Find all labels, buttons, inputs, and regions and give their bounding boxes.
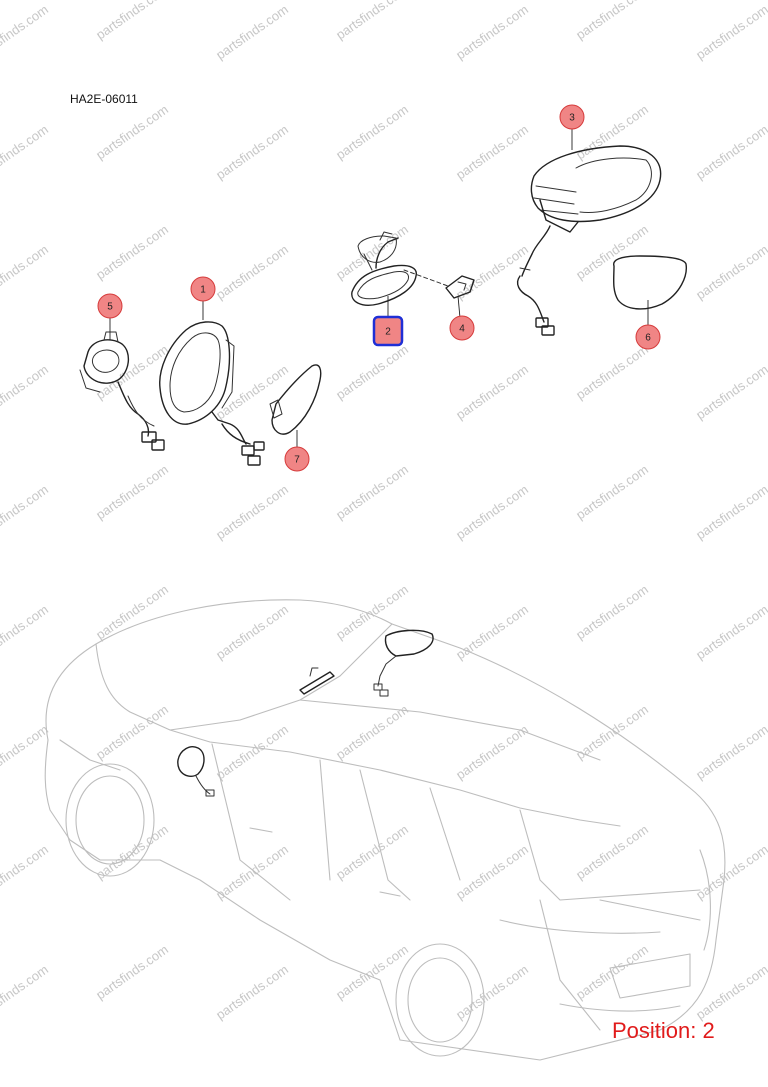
callout-number: 5 bbox=[107, 302, 113, 313]
watermark: partsfinds.com bbox=[453, 122, 531, 183]
callout-marker[interactable] bbox=[635, 324, 661, 350]
part-2-inside-rearview-mirror[interactable] bbox=[351, 231, 449, 306]
watermark: partsfinds.com bbox=[333, 0, 411, 42]
watermark: partsfinds.com bbox=[453, 842, 531, 903]
watermark: partsfinds.com bbox=[0, 482, 51, 543]
callout-number: 6 bbox=[645, 333, 651, 344]
callout-number: 7 bbox=[294, 455, 300, 466]
part-4-mirror-cover[interactable] bbox=[445, 275, 475, 299]
watermark: partsfinds.com bbox=[0, 602, 51, 663]
watermark: partsfinds.com bbox=[693, 2, 768, 63]
watermark: partsfinds.com bbox=[93, 702, 171, 763]
watermark: partsfinds.com bbox=[693, 362, 768, 423]
watermark: partsfinds.com bbox=[93, 462, 171, 523]
watermark: partsfinds.com bbox=[573, 582, 651, 643]
watermark: partsfinds.com bbox=[573, 462, 651, 523]
watermark: partsfinds.com bbox=[0, 242, 51, 303]
callout-3[interactable]: 3 bbox=[559, 104, 585, 150]
watermark: partsfinds.com bbox=[573, 222, 651, 283]
watermark: partsfinds.com bbox=[693, 842, 768, 903]
watermark: partsfinds.com bbox=[333, 942, 411, 1003]
watermark: partsfinds.com bbox=[93, 822, 171, 883]
watermark-layer: partsfinds.com partsfinds.com partsfinds.c… bbox=[0, 0, 768, 1022]
vehicle-outline bbox=[44, 599, 726, 1061]
watermark: partsfinds.com bbox=[693, 962, 768, 1023]
callout-7[interactable]: 7 bbox=[284, 430, 310, 472]
watermark: partsfinds.com bbox=[573, 822, 651, 883]
callout-number: 2 bbox=[385, 327, 391, 338]
watermark: partsfinds.com bbox=[693, 122, 768, 183]
watermark: partsfinds.com bbox=[333, 702, 411, 763]
callout-1[interactable]: 1 bbox=[190, 276, 216, 320]
watermark: partsfinds.com bbox=[573, 702, 651, 763]
watermark: partsfinds.com bbox=[213, 2, 291, 63]
watermark: partsfinds.com bbox=[0, 842, 51, 903]
watermark: partsfinds.com bbox=[693, 242, 768, 303]
watermark: partsfinds.com bbox=[93, 0, 171, 42]
callout-marker[interactable] bbox=[284, 446, 310, 472]
watermark: partsfinds.com bbox=[333, 582, 411, 643]
watermark: partsfinds.com bbox=[693, 482, 768, 543]
watermark: partsfinds.com bbox=[333, 102, 411, 163]
watermark: partsfinds.com bbox=[333, 342, 411, 403]
watermark: partsfinds.com bbox=[213, 722, 291, 783]
callout-marker[interactable] bbox=[190, 276, 216, 302]
watermark: partsfinds.com bbox=[213, 962, 291, 1023]
watermark: partsfinds.com bbox=[93, 222, 171, 283]
watermark: partsfinds.com bbox=[0, 2, 51, 63]
watermark: partsfinds.com bbox=[0, 962, 51, 1023]
part-1-outside-mirror-left[interactable] bbox=[159, 321, 265, 466]
watermark: partsfinds.com bbox=[213, 242, 291, 303]
callout-marker-selected[interactable] bbox=[372, 315, 404, 347]
callout-number: 3 bbox=[569, 113, 575, 124]
watermark: partsfinds.com bbox=[333, 222, 411, 283]
watermark: partsfinds.com bbox=[0, 362, 51, 423]
diagram-code: HA2E-06011 bbox=[70, 92, 138, 106]
callout-number: 1 bbox=[200, 285, 206, 296]
part-6-mirror-glass-right[interactable] bbox=[612, 255, 687, 310]
watermark: partsfinds.com bbox=[453, 962, 531, 1023]
part-3-outside-mirror-right[interactable] bbox=[516, 145, 662, 336]
vehicle-mirror-locations bbox=[177, 629, 434, 797]
watermark: partsfinds.com bbox=[213, 602, 291, 663]
callout-number: 4 bbox=[459, 324, 465, 335]
watermark: partsfinds.com bbox=[0, 122, 51, 183]
watermark: partsfinds.com bbox=[93, 582, 171, 643]
watermark: partsfinds.com bbox=[573, 102, 651, 163]
watermark: partsfinds.com bbox=[93, 942, 171, 1003]
watermark: partsfinds.com bbox=[693, 602, 768, 663]
watermark: partsfinds.com bbox=[453, 602, 531, 663]
watermark: partsfinds.com bbox=[453, 2, 531, 63]
callout-marker[interactable] bbox=[559, 104, 585, 130]
callout-layer: 1 2 3 4 5 6 7 bbox=[97, 104, 661, 472]
part-7-mirror-glass-left[interactable] bbox=[269, 364, 322, 435]
callout-6[interactable]: 6 bbox=[635, 300, 661, 350]
callout-2[interactable]: 2 bbox=[372, 296, 404, 347]
watermark: partsfinds.com bbox=[573, 942, 651, 1003]
watermark: partsfinds.com bbox=[453, 482, 531, 543]
watermark: partsfinds.com bbox=[453, 362, 531, 423]
watermark: partsfinds.com bbox=[93, 102, 171, 163]
watermark: partsfinds.com bbox=[213, 842, 291, 903]
watermark: partsfinds.com bbox=[693, 722, 768, 783]
watermark: partsfinds.com bbox=[0, 722, 51, 783]
callout-5[interactable]: 5 bbox=[97, 293, 123, 340]
watermark: partsfinds.com bbox=[333, 462, 411, 523]
position-label: Position: 2 bbox=[612, 1018, 715, 1043]
watermark: partsfinds.com bbox=[573, 0, 651, 42]
part-5-actuator[interactable] bbox=[79, 331, 165, 451]
watermark: partsfinds.com bbox=[453, 722, 531, 783]
callout-marker[interactable] bbox=[449, 315, 475, 341]
watermark: partsfinds.com bbox=[333, 822, 411, 883]
callout-marker[interactable] bbox=[97, 293, 123, 319]
watermark: partsfinds.com bbox=[573, 342, 651, 403]
watermark: partsfinds.com bbox=[213, 482, 291, 543]
watermark: partsfinds.com bbox=[213, 122, 291, 183]
callout-4[interactable]: 4 bbox=[449, 295, 475, 341]
